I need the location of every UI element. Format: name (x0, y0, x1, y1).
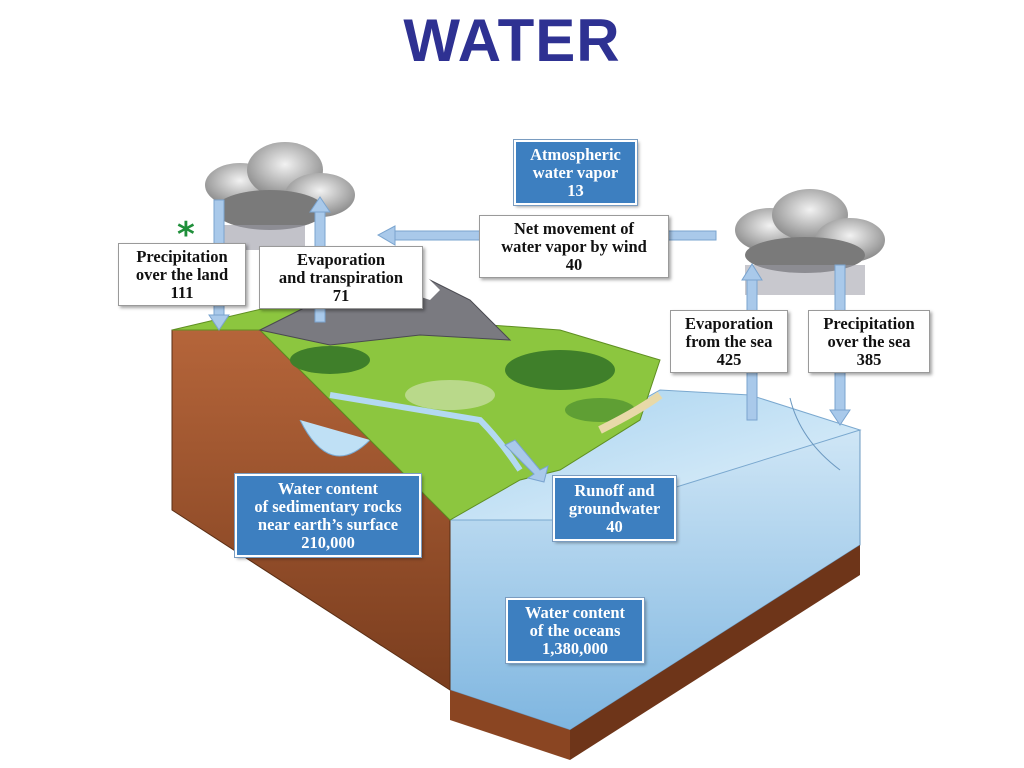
label-line: over the sea (827, 332, 911, 351)
label-runoff-groundwater: Runoff and groundwater 40 (552, 475, 677, 542)
label-value: 111 (170, 283, 194, 302)
label-line: water vapor by wind (501, 237, 647, 256)
label-sedimentary-rock-water: Water content of sedimentary rocks near … (234, 473, 422, 558)
label-line: Water content (524, 603, 626, 622)
label-value: 1,380,000 (542, 639, 608, 658)
label-line: and transpiration (278, 268, 404, 287)
label-value: 40 (606, 517, 623, 536)
label-value: 210,000 (301, 533, 355, 552)
label-line: of sedimentary rocks (254, 497, 402, 516)
label-value: 40 (565, 255, 583, 274)
label-evaporation-transpiration: Evaporation and transpiration 71 (259, 246, 423, 309)
label-line: Evaporation (684, 314, 773, 333)
label-line: over the land (135, 265, 229, 284)
label-line: groundwater (568, 499, 661, 518)
label-line: water vapor (532, 163, 619, 182)
label-net-movement-water-vapor: Net movement of water vapor by wind 40 (479, 215, 669, 278)
cloud-over-land (205, 142, 355, 250)
label-value: 13 (567, 181, 584, 200)
label-evaporation-from-sea: Evaporation from the sea 425 (670, 310, 788, 373)
label-line: Runoff and (574, 481, 655, 500)
cloud-over-sea (735, 189, 885, 295)
label-line: Net movement of (513, 219, 635, 238)
label-line: of the oceans (529, 621, 621, 640)
label-ocean-water-content: Water content of the oceans 1,380,000 (505, 597, 645, 664)
label-line: Atmospheric (530, 145, 621, 164)
label-line: Precipitation (136, 247, 228, 266)
label-precipitation-over-land: Precipitation over the land 111 (118, 243, 246, 306)
page-title: WATER (403, 7, 621, 74)
arrow-runoff (504, 439, 549, 483)
land-surface (171, 299, 663, 521)
label-value: 71 (332, 286, 350, 305)
label-line: near earth’s surface (257, 515, 399, 534)
label-value: 425 (716, 350, 742, 369)
label-line: Water content (277, 479, 379, 498)
label-precipitation-over-sea: Precipitation over the sea 385 (808, 310, 930, 373)
label-atmospheric-water-vapor: Atmospheric water vapor 13 (513, 139, 638, 206)
label-line: Evaporation (296, 250, 385, 269)
label-value: 385 (856, 350, 882, 369)
label-line: Precipitation (823, 314, 915, 333)
label-line: from the sea (685, 332, 773, 351)
